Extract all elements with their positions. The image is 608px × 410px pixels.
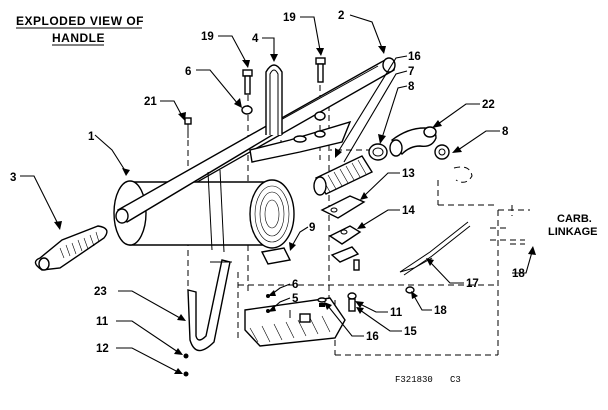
link-rod xyxy=(399,221,471,276)
callout-16-bottom: 16 xyxy=(366,331,379,343)
callout-2: 2 xyxy=(338,10,344,22)
title-line-1: EXPLODED VIEW OF xyxy=(16,14,144,28)
callout-17: 17 xyxy=(466,278,479,290)
screws xyxy=(184,57,326,138)
callout-12: 12 xyxy=(96,343,109,355)
clamp-bracket xyxy=(187,259,232,352)
hand-grip xyxy=(34,225,108,271)
callout-11-left: 11 xyxy=(96,316,109,328)
carb-label-line-2: LINKAGE xyxy=(548,226,598,238)
plates xyxy=(320,195,366,271)
carb-label-line-1: CARB. xyxy=(557,213,592,225)
callout-5: 5 xyxy=(292,293,299,305)
callout-8-right: 8 xyxy=(502,126,509,138)
callout-6-top: 6 xyxy=(185,66,191,78)
callout-4: 4 xyxy=(252,33,259,45)
callout-16-top: 16 xyxy=(408,51,421,63)
callout-8-top: 8 xyxy=(408,81,415,93)
carb-linkage-sketch xyxy=(453,166,525,245)
nuts xyxy=(241,105,326,121)
callout-leaders xyxy=(20,14,536,374)
callout-6-bottom: 6 xyxy=(292,279,298,291)
clamp-rings xyxy=(368,143,450,161)
callout-21: 21 xyxy=(144,96,157,108)
diagram-title: EXPLODED VIEW OF HANDLE xyxy=(16,14,144,46)
u-bolt xyxy=(265,64,283,135)
cylinder-body xyxy=(113,122,295,253)
callout-14: 14 xyxy=(402,205,415,217)
callout-7: 7 xyxy=(408,66,414,78)
figure-number: F321830 xyxy=(395,375,433,385)
revision-code: C3 xyxy=(450,375,461,385)
spacer-part xyxy=(260,247,292,265)
callout-15: 15 xyxy=(404,326,417,338)
flex-hose xyxy=(313,155,374,196)
callout-9: 9 xyxy=(309,222,315,234)
carb-linkage-label: CARB. LINKAGE xyxy=(548,213,598,238)
callout-13: 13 xyxy=(402,168,415,180)
callout-22: 22 xyxy=(482,99,495,111)
callout-labels: 1 2 3 4 19 19 6 21 16 7 8 22 8 13 14 9 1… xyxy=(10,10,525,355)
callout-11-right: 11 xyxy=(390,307,403,319)
callout-18-right: 18 xyxy=(512,268,525,280)
elbow-fitting xyxy=(389,126,437,157)
callout-1: 1 xyxy=(88,131,95,143)
callout-19-right: 19 xyxy=(283,12,296,24)
mounting-bracket xyxy=(249,120,352,163)
title-line-2: HANDLE xyxy=(52,31,105,45)
callout-18-center: 18 xyxy=(434,305,447,317)
callout-3: 3 xyxy=(10,172,16,184)
figure-code: F321830 C3 xyxy=(395,375,461,385)
callout-19-left: 19 xyxy=(201,31,214,43)
callout-23: 23 xyxy=(94,286,107,298)
